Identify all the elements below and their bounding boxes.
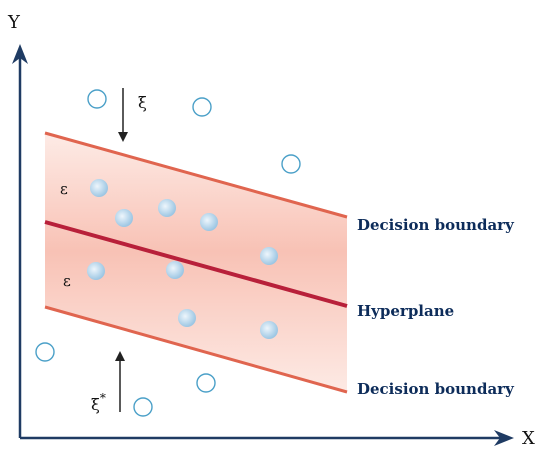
data-point-filled bbox=[260, 247, 278, 265]
xi-top-arrow bbox=[118, 88, 128, 142]
data-point-filled bbox=[158, 199, 176, 217]
y-axis bbox=[12, 44, 28, 438]
y-axis-arrow-icon bbox=[12, 44, 28, 64]
x-axis-arrow-icon bbox=[494, 430, 514, 446]
data-point-outline bbox=[281, 154, 301, 174]
up-arrow-icon bbox=[115, 351, 125, 361]
upper-boundary-label: Decision boundary bbox=[357, 216, 515, 234]
xi-top-label: ξ bbox=[138, 93, 147, 112]
data-point-filled bbox=[115, 209, 133, 227]
x-axis bbox=[20, 430, 514, 446]
data-point-outline bbox=[87, 89, 107, 109]
data-point-filled bbox=[178, 309, 196, 327]
upper-decision-boundary-line bbox=[44, 131, 348, 219]
down-arrow-icon bbox=[118, 132, 128, 142]
hyperplane-label: Hyperplane bbox=[357, 302, 454, 320]
data-point-filled bbox=[260, 321, 278, 339]
lower-decision-boundary-line bbox=[44, 305, 348, 394]
data-point-filled bbox=[87, 262, 105, 280]
data-point-outline bbox=[35, 342, 55, 362]
x-axis-label: X bbox=[522, 428, 535, 449]
y-axis-label: Y bbox=[7, 12, 21, 33]
inside-band-points bbox=[87, 179, 278, 339]
xi-bottom-arrow bbox=[115, 351, 125, 412]
data-point-outline bbox=[192, 97, 212, 117]
xi-star-label: ξ* bbox=[91, 391, 106, 414]
data-point-outline bbox=[133, 397, 153, 417]
data-point-filled bbox=[90, 179, 108, 197]
lower-boundary-label: Decision boundary bbox=[357, 380, 515, 398]
data-point-filled bbox=[166, 261, 184, 279]
data-point-outline bbox=[196, 373, 216, 393]
hyperplane-line bbox=[44, 220, 348, 308]
outside-band-points bbox=[35, 89, 301, 417]
upper-epsilon-label: ε bbox=[60, 180, 68, 198]
data-point-filled bbox=[200, 213, 218, 231]
lower-epsilon-label: ε bbox=[63, 272, 71, 290]
